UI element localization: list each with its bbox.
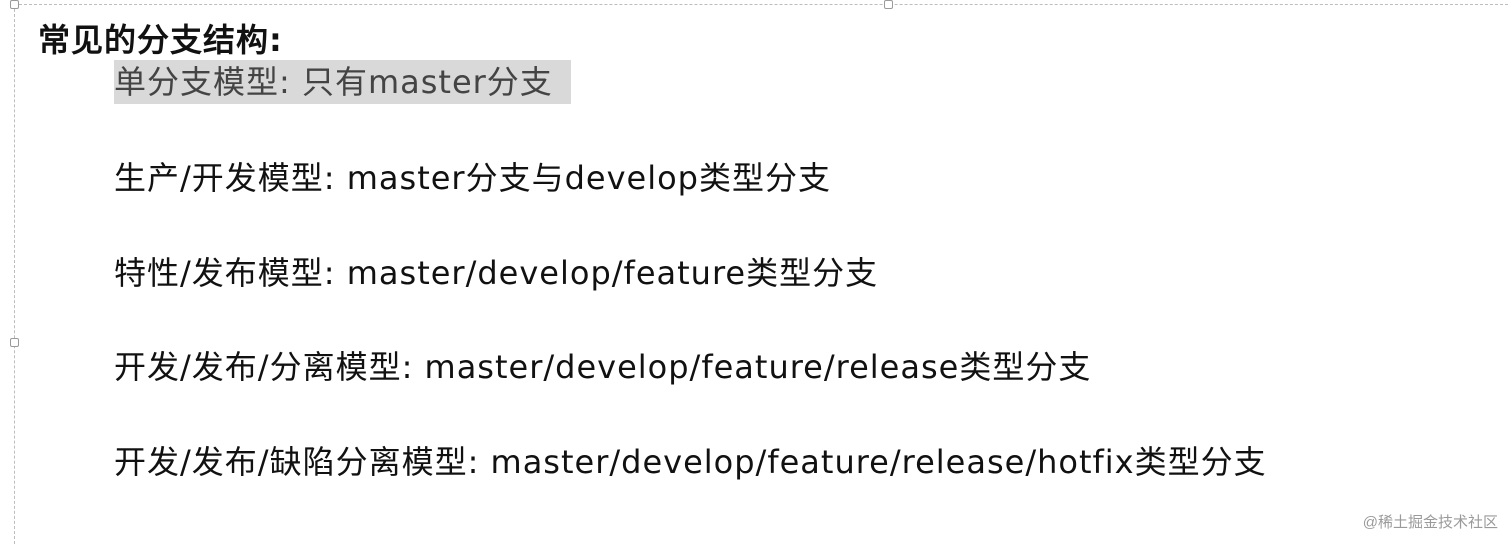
list-item-development-release-hotfix-separation-model: 开发/发布/缺陷分离模型: master/develop/feature/rel… bbox=[114, 443, 1267, 481]
list-item-production-development-model: 生产/开发模型: master分支与develop类型分支 bbox=[114, 159, 831, 197]
text-box-frame bbox=[14, 4, 1508, 544]
list-item-development-release-separation-model: 开发/发布/分离模型: master/develop/feature/relea… bbox=[114, 348, 1092, 386]
list-item-feature-release-model: 特性/发布模型: master/develop/feature类型分支 bbox=[114, 254, 879, 292]
section-heading: 常见的分支结构: bbox=[38, 21, 283, 59]
resize-handle-middle-left[interactable] bbox=[10, 338, 19, 347]
list-item-single-branch-model[interactable]: 单分支模型: 只有master分支 bbox=[114, 60, 571, 104]
resize-handle-top-center[interactable] bbox=[884, 0, 893, 9]
resize-handle-top-left[interactable] bbox=[10, 0, 19, 9]
watermark: @稀土掘金技术社区 bbox=[1362, 514, 1498, 531]
